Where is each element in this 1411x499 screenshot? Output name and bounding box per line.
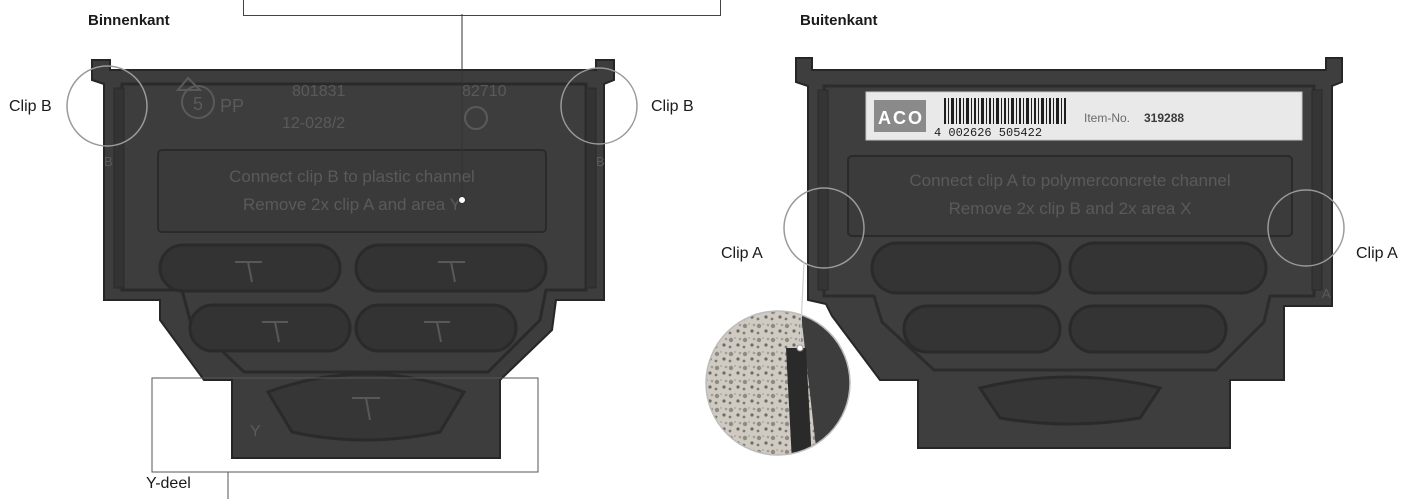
clip-a-left-label: Clip A (721, 245, 763, 262)
knockout-pad (902, 304, 1062, 354)
outer-side-heading: Buitenkant (800, 12, 878, 29)
knockout-pad (1068, 304, 1228, 354)
brand-logo: ACO (878, 108, 924, 128)
date-code: 12-028/2 (282, 115, 345, 132)
inner-side-mark-left: B (104, 154, 113, 169)
outer-instruction-line-2: Remove 2x clip B and 2x area X (949, 199, 1192, 218)
clip-a-zoom-dot (796, 344, 804, 352)
bottom-knockout (977, 375, 1163, 426)
item-number-label: Item-No. (1084, 111, 1130, 125)
clip-a-right-circle (1267, 189, 1345, 267)
clip-b-left-label: Clip B (9, 98, 52, 115)
aco-logo-bg (874, 100, 926, 132)
outer-instruction-line-1: Connect clip A to polymerconcrete channe… (909, 171, 1230, 190)
inner-side-mark-right: B (596, 154, 605, 169)
product-label (865, 91, 1303, 141)
y-part-label: Y-deel (146, 475, 191, 492)
inner-side-heading: Binnenkant (88, 12, 170, 29)
clip-a-zoom-leader (799, 261, 805, 347)
y-part-bracket (151, 377, 539, 473)
knockout-pad (354, 303, 518, 353)
zoom-detail (705, 310, 851, 456)
part-code-2: 82710 (462, 83, 507, 100)
knockout-pad (1068, 241, 1268, 295)
clip-a-left-circle (783, 187, 865, 269)
inner-instruction-line-2: Remove 2x clip A and area Y (243, 195, 461, 214)
top-callout-box (243, 0, 721, 16)
inner-side-plate: 5 PP 801831 82710 12-028/2 Connect clip … (91, 59, 615, 459)
outer-side-plate: ACO 4 002626 505422 Item-No. 319288 Conn… (795, 57, 1343, 449)
clip-b-right-circle (560, 67, 638, 145)
barcode-number: 4 002626 505422 (934, 126, 1042, 140)
item-number: 319288 (1144, 111, 1184, 125)
material-code: PP (220, 96, 244, 116)
clip-b-left-circle (66, 65, 148, 147)
part-code-1: 801831 (292, 83, 345, 100)
knockout-pad (188, 303, 352, 353)
recycle-code: 5 (193, 94, 203, 114)
clip-a-right-label: Clip A (1356, 245, 1398, 262)
top-callout-dot (458, 196, 466, 204)
knockout-pad (354, 243, 548, 293)
clip-b-right-label: Clip B (651, 98, 694, 115)
hammer-icon (235, 261, 465, 421)
barcode-icon (944, 98, 1066, 124)
inner-instruction-line-1: Connect clip B to plastic channel (229, 167, 475, 186)
y-area-mark: Y (250, 423, 261, 440)
outer-side-mark: A (1322, 286, 1331, 301)
y-area (265, 372, 467, 442)
knockout-pad (870, 241, 1062, 295)
